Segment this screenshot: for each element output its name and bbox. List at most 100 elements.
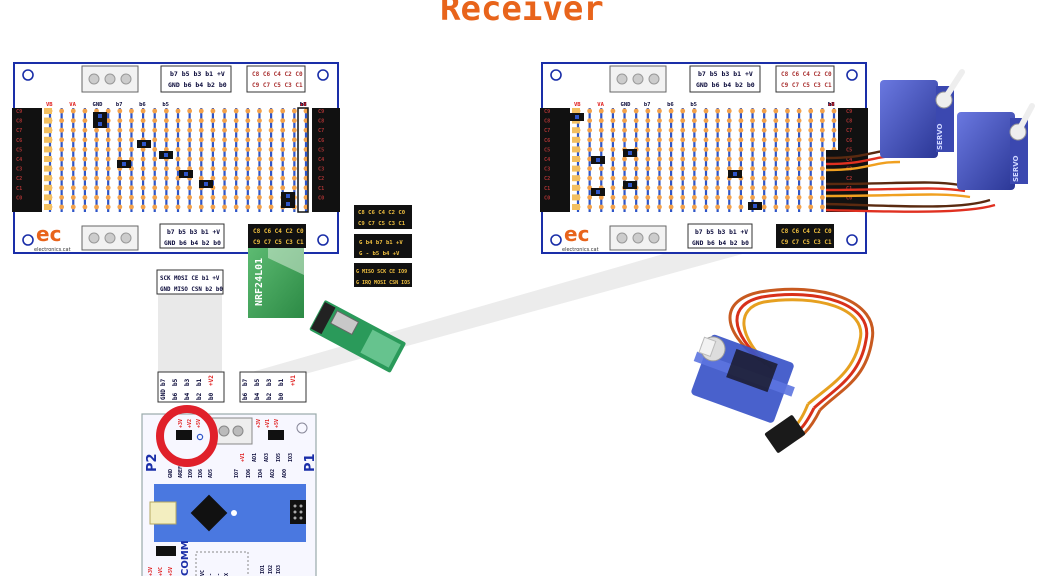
solder-pad xyxy=(175,137,181,143)
solder-pad xyxy=(303,195,309,200)
legend-box-2 xyxy=(354,234,412,258)
highlight-circle xyxy=(156,405,218,467)
solder-pad xyxy=(819,156,825,162)
solder-pad xyxy=(163,185,169,191)
pin-label: b5 xyxy=(254,378,261,386)
solder-pad xyxy=(163,147,169,152)
solder-pad xyxy=(750,166,755,172)
solder-pad xyxy=(152,147,158,152)
solder-pad xyxy=(703,204,709,210)
pin-label: IO2 xyxy=(268,565,274,574)
servo-motor-2: SERVO xyxy=(957,103,1035,190)
solder-pad xyxy=(668,108,674,114)
solder-pad xyxy=(129,185,134,191)
pin-label: b0 xyxy=(208,392,215,400)
solder-pad xyxy=(598,108,604,114)
solder-pad xyxy=(222,204,227,210)
solder-pad xyxy=(175,127,181,133)
solder-pad xyxy=(645,137,651,143)
connection-band-left xyxy=(158,270,222,375)
solder-pad xyxy=(210,166,216,172)
solder-pad xyxy=(691,137,697,143)
solder-pad xyxy=(691,195,697,200)
column-label: b1 xyxy=(828,102,835,108)
label-text: GND MISO CSN b2 b0 xyxy=(160,287,223,293)
header-pin xyxy=(44,204,52,210)
label-text: C9 C7 C5 C3 C1 xyxy=(781,239,832,246)
solder-pad xyxy=(715,185,721,191)
solder-pad xyxy=(303,204,309,210)
header-pin xyxy=(44,146,52,153)
row-label: C0 xyxy=(318,195,324,201)
row-label: C2 xyxy=(846,176,852,182)
pin-label: +5V xyxy=(196,419,202,428)
pin-label: VC xyxy=(200,570,206,576)
solder-pad xyxy=(129,108,134,114)
solder-pad xyxy=(257,156,262,162)
solder-pad xyxy=(187,166,193,172)
label-text: C9 C7 C5 C3 C1 xyxy=(358,221,406,227)
solder-pad xyxy=(808,185,814,191)
solder-pad xyxy=(117,185,123,191)
solder-pad xyxy=(691,204,697,210)
main-board-connector xyxy=(211,417,253,445)
solder-pad xyxy=(668,137,674,143)
solder-pad xyxy=(691,108,697,114)
solder-pad xyxy=(785,147,790,152)
solder-pad xyxy=(773,185,779,191)
solder-pad xyxy=(680,204,686,210)
solder-pad xyxy=(198,127,204,133)
solder-pad xyxy=(738,137,744,143)
solder-pad xyxy=(715,147,721,152)
solder-pad xyxy=(280,175,286,181)
solder-pad xyxy=(738,185,744,191)
solder-pad xyxy=(785,166,790,172)
solder-pad xyxy=(117,127,123,133)
solder-pad xyxy=(129,118,134,123)
solder-pad xyxy=(761,118,767,123)
row-label: C0 xyxy=(544,195,550,201)
left-bottom-jumper-label xyxy=(159,223,225,249)
solder-pad xyxy=(808,147,814,152)
servo-connector xyxy=(764,415,806,453)
right-bottom-jumper-label xyxy=(687,223,753,249)
solder-pad xyxy=(622,204,627,210)
row-label: C8 xyxy=(544,119,550,125)
pin-label: b3 xyxy=(184,378,191,386)
solder-pad xyxy=(175,185,181,191)
solder-pad xyxy=(587,166,593,172)
row-label: C3 xyxy=(318,167,324,173)
mount-hole xyxy=(550,234,562,246)
label-text: C8 C6 C4 C2 C0 xyxy=(253,228,304,235)
solder-pad xyxy=(129,137,134,143)
usb-connector xyxy=(149,501,177,525)
row-label: C9 xyxy=(318,109,324,115)
comm-label: COMM xyxy=(180,540,191,576)
solder-pad xyxy=(715,118,721,123)
pin-label: +3V xyxy=(148,567,154,576)
solder-pad xyxy=(633,137,639,143)
solder-pad xyxy=(785,118,790,123)
solder-pad xyxy=(610,195,616,200)
solder-pad xyxy=(187,156,193,162)
solder-pad xyxy=(633,204,639,210)
solder-pad xyxy=(610,108,616,114)
solder-pad xyxy=(808,108,814,114)
header-pin xyxy=(44,108,52,114)
solder-pad xyxy=(175,108,181,114)
solder-pad xyxy=(175,204,181,210)
solder-pad xyxy=(70,175,76,181)
solder-pad xyxy=(94,127,99,133)
solder-pad xyxy=(187,137,193,143)
solder-pad xyxy=(222,166,227,172)
solder-pad xyxy=(773,108,779,114)
solder-pad xyxy=(82,118,88,123)
solder-pad xyxy=(598,166,604,172)
solder-pad xyxy=(587,195,593,200)
solder-pad xyxy=(598,204,604,210)
solder-pad xyxy=(291,185,297,191)
servo-photo xyxy=(691,287,875,453)
solder-pad xyxy=(303,108,309,114)
left-top-jumper-label xyxy=(160,65,232,93)
solder-pad xyxy=(59,175,65,181)
